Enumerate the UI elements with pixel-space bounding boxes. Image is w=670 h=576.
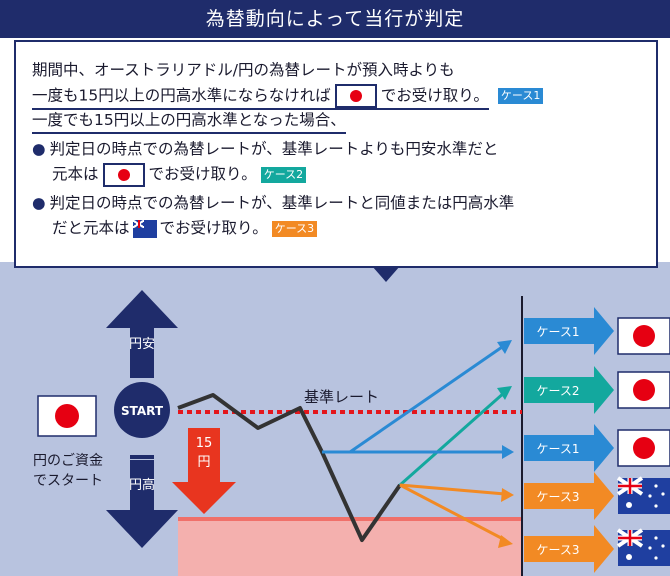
branch-case1-upper bbox=[349, 340, 512, 454]
case1-tag: ケース1 bbox=[497, 87, 544, 104]
yen-direction-arrow bbox=[106, 290, 178, 548]
outcome-jpy-flag-icon bbox=[617, 371, 670, 409]
jpy-flag-icon bbox=[334, 83, 377, 108]
outcome-arrow-4 bbox=[524, 472, 614, 520]
aud-flag-icon bbox=[132, 219, 157, 238]
case2-tag: ケース2 bbox=[260, 166, 307, 183]
base-rate-label: 基準レート bbox=[304, 388, 379, 406]
outcome-case-label-2: ケース2 bbox=[536, 384, 579, 398]
outcome-jpy-flag-icon bbox=[617, 317, 670, 355]
start-label: START bbox=[121, 404, 164, 418]
rule-bullet-1-a: ●判定日の時点での為替レートが、基準レートよりも円安水準だと bbox=[32, 137, 640, 162]
outcome-arrow-2 bbox=[524, 366, 614, 414]
bullet-1-text-a: 判定日の時点での為替レートが、基準レートよりも円安水準だと bbox=[49, 140, 499, 158]
rule-line-3: 一度でも15円以上の円高水準となった場合、 bbox=[32, 108, 640, 134]
bullet-dot-icon: ● bbox=[32, 140, 46, 158]
outcome-arrow-5 bbox=[524, 525, 614, 573]
rule-bullet-2-b: だと元本は でお受け取り。ケース3 bbox=[32, 216, 640, 241]
title-banner: 為替動向によって当行が判定 bbox=[0, 0, 670, 38]
case3-tag: ケース3 bbox=[271, 220, 318, 237]
rule-line-2: 一度も15円以上の円高水準にならなければ でお受け取り。 ケース1 bbox=[32, 83, 640, 110]
start-circle bbox=[114, 382, 170, 438]
start-caption-line2: でスタート bbox=[33, 473, 103, 489]
outcome-aud-flag-icon bbox=[616, 476, 670, 514]
branch-case3-lower bbox=[399, 483, 513, 548]
outcome-aud-flag-icon bbox=[616, 528, 670, 566]
rule-bullet-2-a: ●判定日の時点での為替レートが、基準レートと同値または円高水準 bbox=[32, 191, 640, 216]
rule-line-2-underlined: 一度も15円以上の円高水準にならなければ でお受け取り。 bbox=[32, 83, 489, 110]
outcome-arrow-1 bbox=[524, 307, 614, 355]
bullet-dot-icon: ● bbox=[32, 194, 46, 212]
exchange-rate-path bbox=[177, 393, 402, 542]
strong-yen-zone bbox=[178, 519, 522, 576]
fifteen-yen-drop-arrow bbox=[172, 428, 236, 514]
bullet-2-prefix: だと元本は bbox=[52, 219, 130, 237]
outcome-case-label-3: ケース1 bbox=[536, 442, 579, 456]
yen-strong-label: 円高 bbox=[129, 477, 155, 493]
outcome-case-label-1: ケース1 bbox=[536, 325, 579, 339]
branch-case3-upper bbox=[399, 483, 514, 502]
outcome-case-label-5: ケース3 bbox=[536, 543, 579, 557]
jpy-flag-icon bbox=[102, 162, 145, 187]
callout-pointer bbox=[372, 266, 400, 282]
branch-case2 bbox=[399, 386, 512, 487]
bullet-2-suffix: でお受け取り。 bbox=[159, 219, 268, 237]
bullet-1-prefix: 元本は bbox=[52, 165, 99, 183]
outcome-case-label-4: ケース3 bbox=[536, 490, 579, 504]
rule-explanation-box: 期間中、オーストラリアドル/円の為替レートが預入時よりも 一度も15円以上の円高… bbox=[14, 40, 658, 268]
rule-line-1: 期間中、オーストラリアドル/円の為替レートが預入時よりも bbox=[32, 61, 455, 79]
start-jpy-flag-icon bbox=[37, 395, 97, 437]
rule-line-3-text: 一度でも15円以上の円高水準となった場合、 bbox=[32, 109, 346, 134]
rule-line-2-suffix: でお受け取り。 bbox=[380, 86, 489, 104]
bullet-2-text-a: 判定日の時点での為替レートが、基準レートと同値または円高水準 bbox=[49, 194, 515, 212]
bullet-1-suffix: でお受け取り。 bbox=[148, 165, 257, 183]
drop-amount-unit: 円 bbox=[197, 455, 210, 470]
start-caption-line1: 円のご資金 bbox=[33, 453, 103, 469]
outcome-arrow-3 bbox=[524, 424, 614, 472]
outcome-jpy-flag-icon bbox=[617, 429, 670, 467]
branch-case1-lower bbox=[322, 445, 514, 459]
rule-line-2-text: 一度も15円以上の円高水準にならなければ bbox=[32, 86, 331, 104]
yen-weak-label: 円安 bbox=[129, 337, 155, 352]
drop-amount-number: 15 bbox=[196, 436, 213, 451]
rule-bullet-1-b: 元本は でお受け取り。ケース2 bbox=[32, 162, 640, 187]
